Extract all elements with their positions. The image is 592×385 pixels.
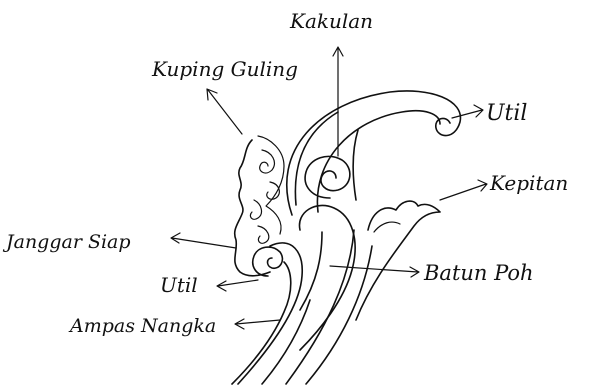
arrow-kepitan: [440, 180, 487, 200]
kakulan-stem: [295, 112, 358, 205]
label-kakulan: Kakulan: [289, 9, 373, 33]
label-util-bottom: Util: [160, 273, 198, 297]
kuping-guling-outline: [258, 136, 284, 234]
batun-poh-body-inner: [300, 232, 322, 310]
ampas-nangka-stem-1: [238, 243, 302, 384]
kepitan-inner: [374, 222, 400, 232]
label-janggar-siap: Janggar Siap: [2, 231, 131, 253]
big-leaf-inner: [317, 111, 440, 212]
big-leaf-outer: [287, 91, 461, 215]
batun-poh-body: [299, 205, 355, 350]
label-batun-poh: Batun Poh: [423, 261, 534, 285]
label-util-top: Util: [486, 101, 527, 126]
leader-arrows: [171, 47, 487, 329]
labels: Kakulan Kuping Guling Util Kepitan Jangg…: [2, 9, 568, 337]
kuping-guling-curls: [250, 150, 279, 243]
arrow-util-bottom: [217, 280, 258, 291]
arrow-kakulan: [333, 47, 343, 156]
arrow-janggar-siap: [171, 233, 236, 248]
label-kepitan: Kepitan: [489, 171, 568, 195]
ornament-motif: [232, 91, 460, 384]
arrow-kuping-guling: [207, 89, 242, 134]
label-ampas-nangka: Ampas Nangka: [68, 315, 216, 337]
kuping-guling-ornament: [235, 140, 270, 276]
ampas-nangka-stem-3: [262, 300, 310, 384]
label-kuping-guling: Kuping Guling: [151, 57, 298, 81]
arrow-ampas-nangka: [235, 319, 280, 329]
arrow-batun-poh: [330, 266, 419, 277]
util-lower-spiral: [253, 247, 283, 276]
